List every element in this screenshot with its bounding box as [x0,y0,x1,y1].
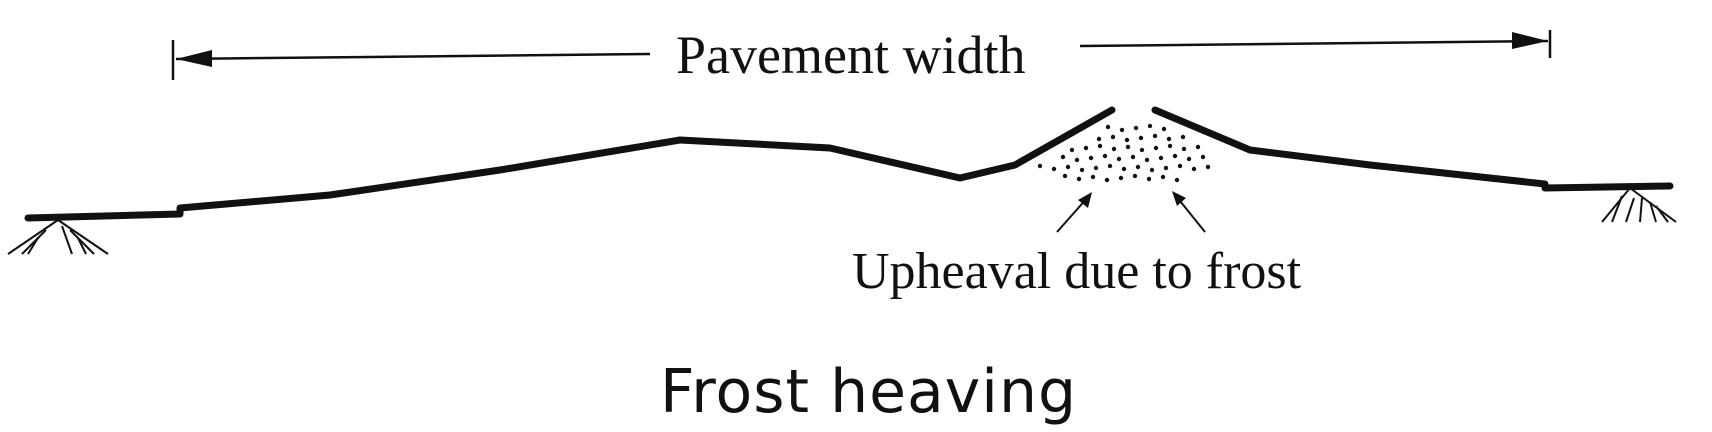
right-dimension-line [1079,39,1549,48]
right-arrowhead-icon [1512,32,1548,49]
upheaval-annotation-label: Upheaval due to frost [852,243,1302,300]
figure-caption: Frost heaving [660,357,1078,427]
pavement-width-label: Pavement width [672,28,1030,82]
pavement-profile [24,106,1674,222]
left-ground-support-icon [7,219,109,255]
pavement-surface-left [24,106,1116,222]
pavement-width-dimension [171,30,1552,80]
right-annotation-arrowhead-icon [1172,191,1186,206]
annotation-arrows [1056,191,1206,233]
left-annotation-arrowhead-icon [1078,192,1092,208]
pavement-surface-right [1151,106,1674,192]
left-arrowhead-icon [176,50,212,67]
frost-upheaval-stipple [1037,123,1211,183]
left-dimension-line [175,52,651,61]
right-ground-support-icon [1601,187,1677,223]
